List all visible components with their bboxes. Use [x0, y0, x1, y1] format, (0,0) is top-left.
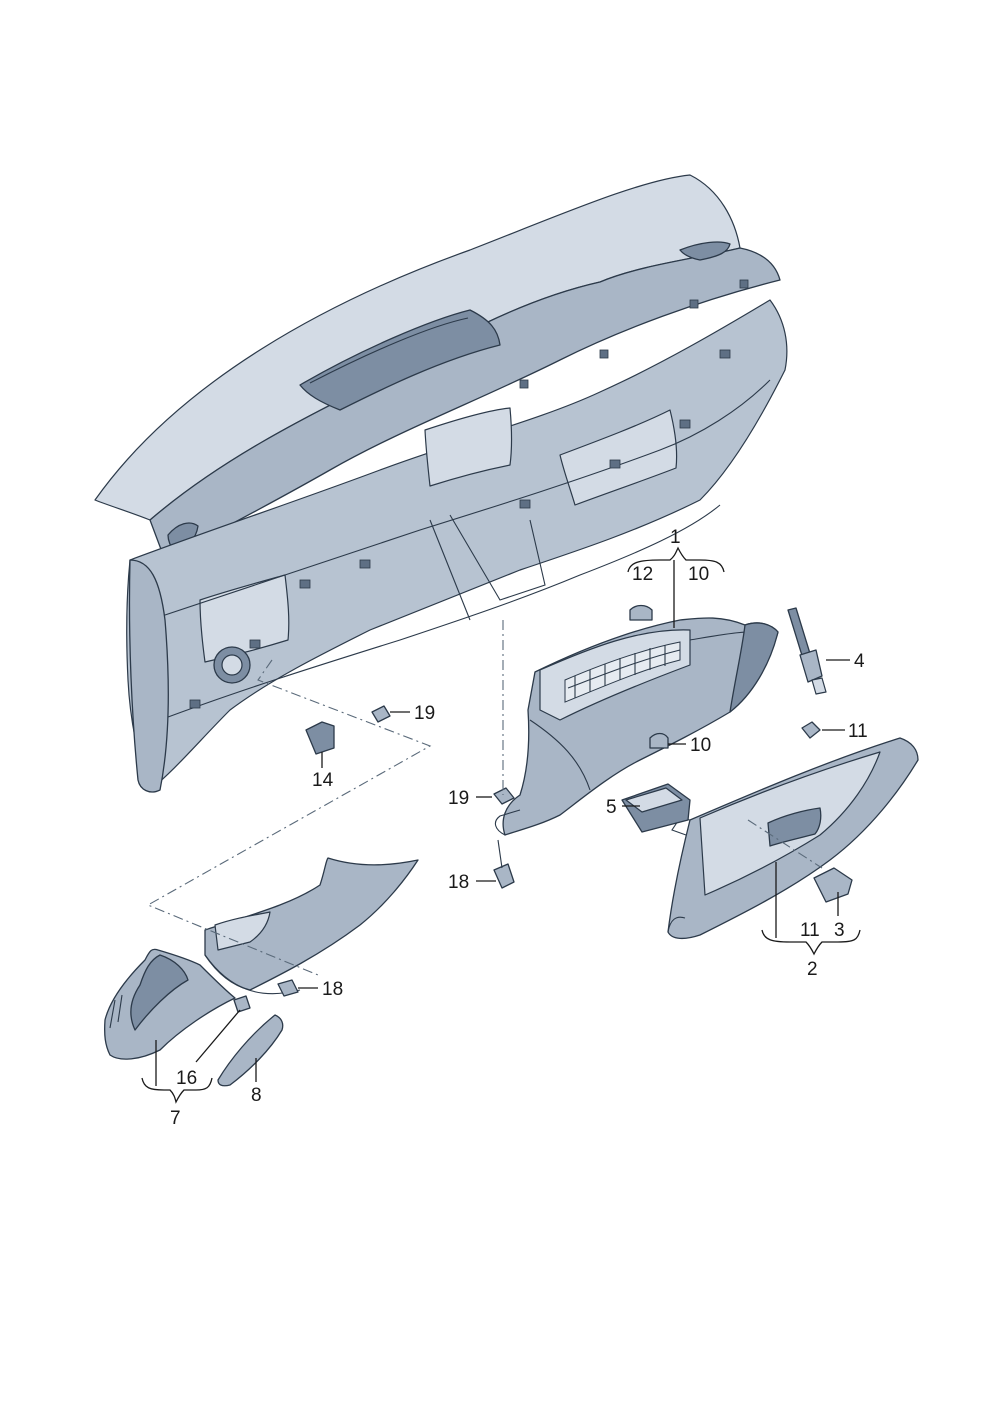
- callout-19-upper: 19: [414, 703, 435, 724]
- damper-rod: [787, 607, 827, 695]
- callout-16: 16: [176, 1068, 197, 1089]
- cover-8: [217, 1014, 284, 1087]
- knee-trim-panel: [104, 857, 419, 1060]
- left-side-panel: [128, 559, 169, 793]
- nut-19b: [493, 787, 515, 805]
- callout-5: 5: [606, 797, 617, 818]
- callout-7: 7: [170, 1108, 181, 1129]
- callout-labels: 1 12 10 4 11 10 19 14 19 5 18 11 3 2 18 …: [170, 527, 868, 1129]
- airbag-opening: [424, 407, 513, 487]
- glove-box-housing: [494, 617, 779, 836]
- clip-12: [629, 604, 653, 621]
- callout-2: 2: [807, 959, 818, 980]
- reference-line-c: [747, 819, 823, 869]
- callout-4: 4: [854, 651, 865, 672]
- screw-18b: [277, 979, 299, 997]
- callout-10-top: 10: [688, 564, 709, 585]
- callout-12: 12: [632, 564, 653, 585]
- center-display-recess: [299, 309, 501, 411]
- callout-8: 8: [251, 1085, 262, 1106]
- clip-10: [649, 732, 669, 749]
- socket-module: [621, 783, 691, 833]
- clip-3: [813, 867, 853, 903]
- screw-18a: [493, 839, 515, 889]
- callout-11-lower: 11: [800, 920, 820, 941]
- right-air-vent: [679, 241, 731, 261]
- reference-line-a: [146, 659, 432, 976]
- clip-16: [233, 995, 251, 1013]
- callout-1: 1: [670, 527, 681, 548]
- callout-19-lower: 19: [448, 788, 469, 809]
- nut-19a: [371, 705, 391, 723]
- button-11: [801, 721, 821, 739]
- callout-18-right: 18: [448, 872, 469, 893]
- trim-lower-section: [104, 948, 236, 1060]
- callout-11-right: 11: [848, 721, 868, 742]
- leader-lines: [141, 546, 861, 1104]
- mesh-grid: [564, 641, 681, 703]
- glove-box-lid: [667, 737, 919, 940]
- lid-handle-recess: [767, 807, 822, 847]
- callout-10-mid: 10: [690, 735, 711, 756]
- callout-14: 14: [312, 770, 334, 791]
- callout-3: 3: [834, 920, 845, 941]
- switch-14: [305, 721, 335, 755]
- callout-18-left: 18: [322, 979, 343, 1000]
- dashboard-assembly: [94, 174, 788, 793]
- trim-upper-section: [204, 857, 419, 991]
